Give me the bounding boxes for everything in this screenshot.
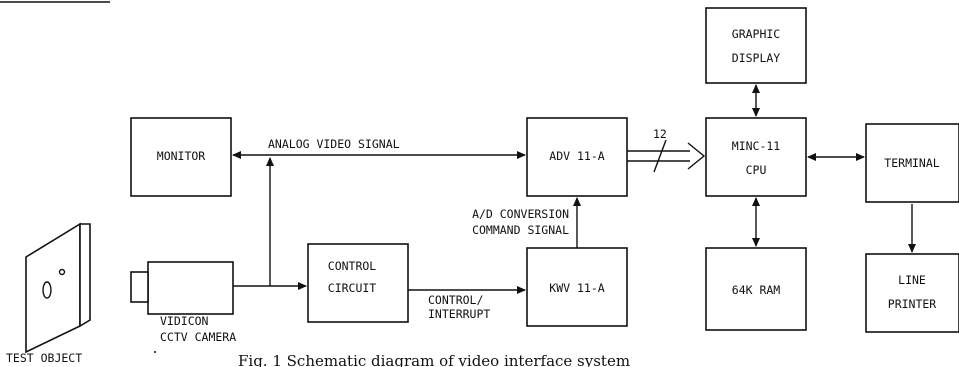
- graphic-display-label-1: GRAPHIC: [732, 27, 781, 41]
- control-label-2: CIRCUIT: [328, 281, 377, 295]
- graphic-display-block: GRAPHIC DISPLAY: [706, 8, 806, 83]
- graphic-display-label-2: DISPLAY: [732, 51, 781, 65]
- bus-width-label: 12: [653, 127, 667, 141]
- terminal-block: TERMINAL: [866, 124, 959, 202]
- control-signal-label-2: INTERRUPT: [428, 307, 490, 321]
- printer-label-2: PRINTER: [888, 297, 937, 311]
- camera-icon: [131, 262, 233, 314]
- control-signal-label-1: CONTROL/: [428, 293, 483, 307]
- ram-label: 64K RAM: [732, 283, 781, 297]
- kwv-label: KWV 11-A: [549, 281, 604, 295]
- control-label-1: CONTROL: [328, 259, 377, 273]
- adv-label: ADV 11-A: [549, 149, 604, 163]
- ad-conversion-label-2: COMMAND SIGNAL: [472, 223, 569, 237]
- printer-label-1: LINE: [898, 273, 926, 287]
- monitor-label: MONITOR: [157, 149, 206, 163]
- adv-block: ADV 11-A: [527, 118, 627, 196]
- camera-label-1: VIDICON: [160, 314, 209, 328]
- ad-conversion-label-1: A/D CONVERSION: [472, 207, 569, 221]
- terminal-label: TERMINAL: [884, 156, 939, 170]
- monitor-block: MONITOR: [131, 118, 231, 196]
- figure-caption: Fig. 1 Schematic diagram of video interf…: [238, 352, 630, 367]
- kwv-block: KWV 11-A: [527, 248, 627, 326]
- bus-arrow: [627, 140, 704, 172]
- line-printer-block: LINE PRINTER: [866, 254, 959, 332]
- analog-signal-label: ANALOG VIDEO SIGNAL: [268, 137, 400, 151]
- cpu-label-2: CPU: [746, 163, 767, 177]
- ram-block: 64K RAM: [706, 248, 806, 330]
- test-object-icon: [26, 224, 90, 352]
- speck: [154, 351, 156, 353]
- test-object-label: TEST OBJECT: [6, 351, 82, 365]
- cpu-label-1: MINC-11: [732, 139, 781, 153]
- cpu-block: MINC-11 CPU: [706, 118, 806, 196]
- control-circuit-block: CONTROL CIRCUIT: [308, 244, 408, 322]
- camera-label-2: CCTV CAMERA: [160, 330, 236, 344]
